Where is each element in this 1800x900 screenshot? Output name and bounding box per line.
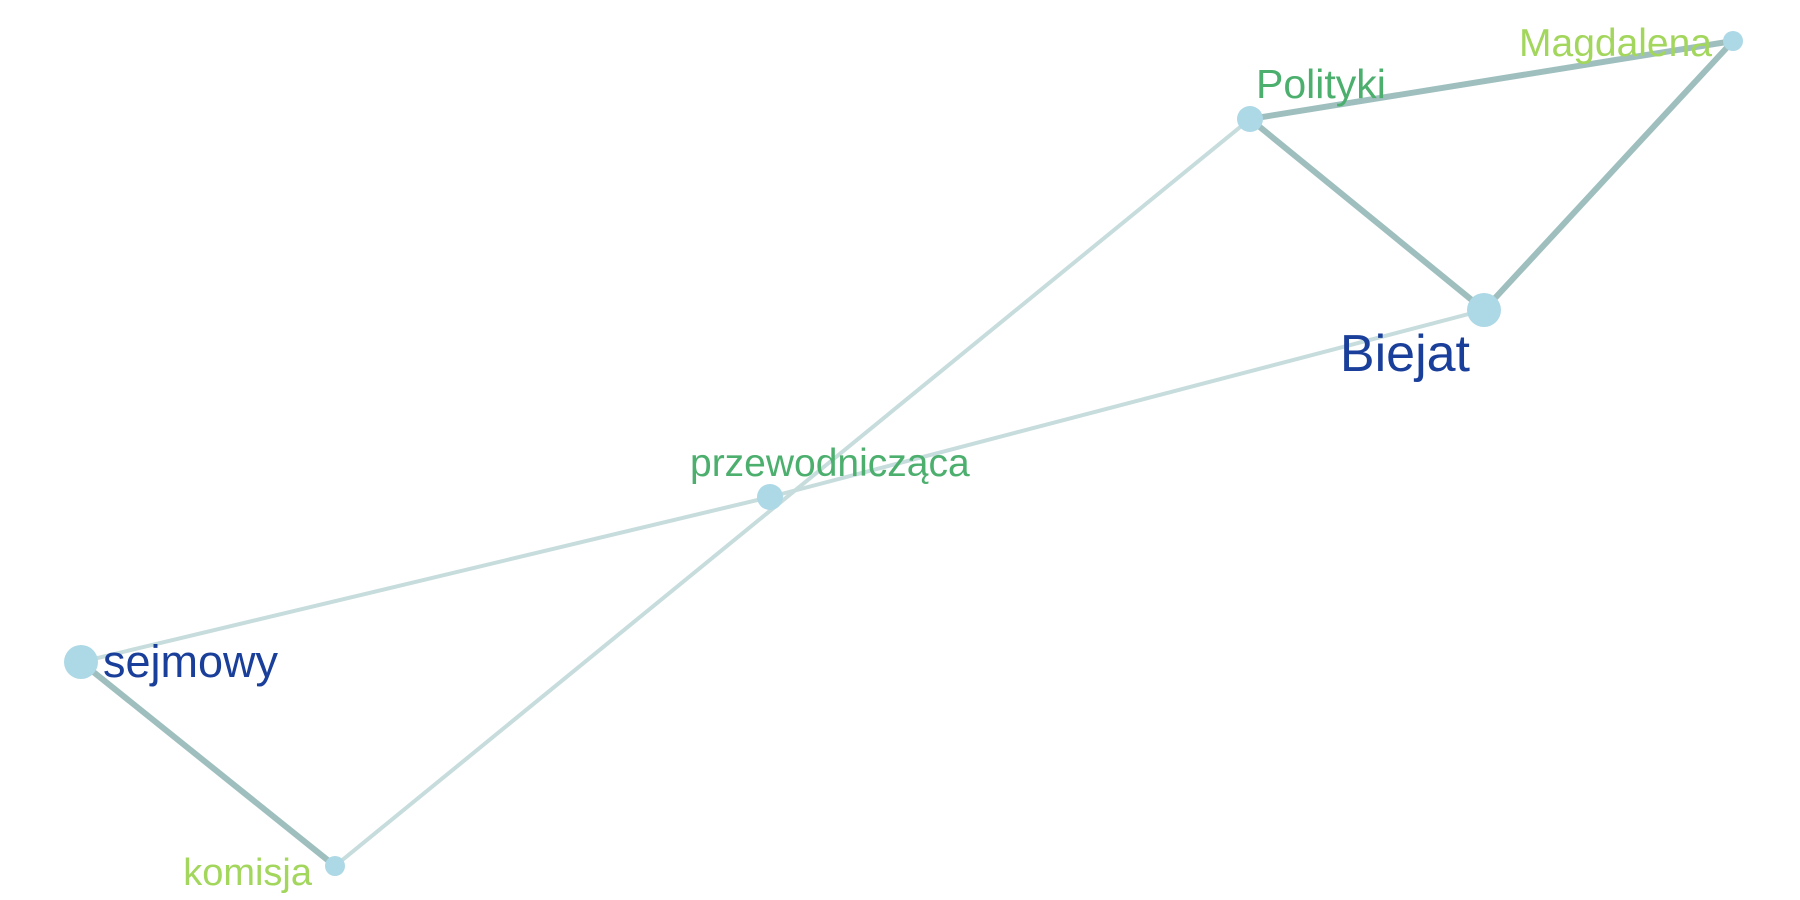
edge-sejmowy-komisja xyxy=(78,659,338,869)
node-label-magdalena: Magdalena xyxy=(1519,22,1712,65)
node-magdalena xyxy=(1723,31,1743,51)
edge-polityki-magdalena xyxy=(1247,38,1736,122)
edge-przewodniczaca-biejat xyxy=(768,308,1486,499)
edge-polityki-biejat xyxy=(1247,116,1487,313)
node-przewodniczaca xyxy=(757,484,783,510)
node-label-polityki: Polityki xyxy=(1256,61,1386,107)
node-label-biejat: Biejat xyxy=(1340,325,1471,383)
labels-layer: sejmowy komisja przewodnicząca Polityki Magd… xyxy=(103,22,1712,894)
node-label-sejmowy: sejmowy xyxy=(103,636,279,687)
edges-layer xyxy=(78,38,1736,869)
edge-magdalena-biejat xyxy=(1481,38,1736,313)
node-label-komisja: komisja xyxy=(183,852,313,894)
node-polityki xyxy=(1237,106,1263,132)
edge-sejmowy-przewodniczaca xyxy=(79,495,772,664)
nodes-layer xyxy=(64,31,1743,876)
node-biejat xyxy=(1467,293,1501,327)
node-label-przewodniczaca: przewodnicząca xyxy=(690,442,970,485)
node-sejmowy xyxy=(64,645,98,679)
node-komisja xyxy=(325,856,345,876)
